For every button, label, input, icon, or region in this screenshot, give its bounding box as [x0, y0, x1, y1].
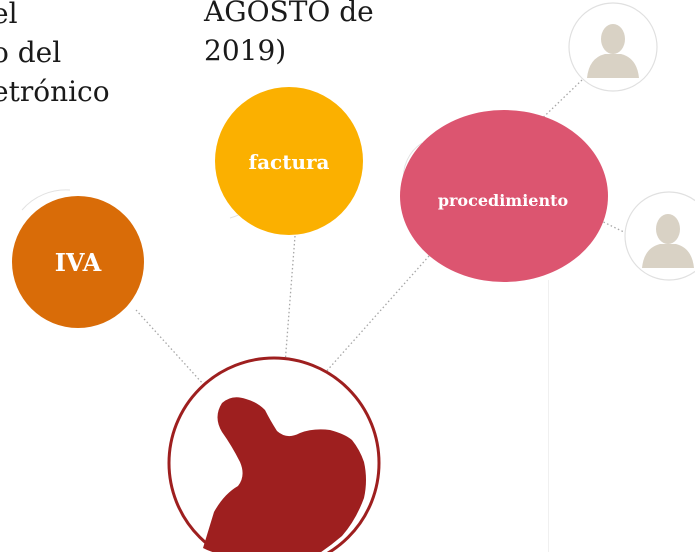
connector-iva — [135, 309, 205, 386]
node-iva[interactable]: IVA — [12, 196, 144, 328]
node-iva-circle — [12, 196, 144, 328]
node-iva-label: IVA — [55, 248, 102, 277]
node-procedimiento[interactable]: procedimiento — [400, 110, 608, 282]
node-factura[interactable]: factura — [215, 87, 363, 235]
accent-arc-iva — [21, 189, 71, 211]
connector-avatar-top — [527, 79, 583, 133]
connector-procedimiento — [323, 246, 438, 375]
node-factura-circle — [215, 87, 363, 235]
person-silhouette-icon — [203, 397, 366, 552]
divider-line — [548, 280, 549, 552]
user-avatar-icon — [642, 214, 694, 268]
avatar-bottom[interactable] — [624, 191, 695, 281]
center-node[interactable] — [167, 356, 381, 552]
node-procedimiento-label: procedimiento — [438, 191, 569, 210]
node-procedimiento-circle — [400, 110, 608, 282]
user-avatar-icon — [587, 24, 639, 78]
partial-text-top: AGOSTO de 2019) — [204, 0, 374, 67]
avatar-top[interactable] — [568, 2, 658, 92]
node-factura-label: factura — [248, 150, 329, 174]
partial-text-left: el o del etrónico — [0, 0, 110, 108]
connector-factura — [284, 235, 296, 365]
